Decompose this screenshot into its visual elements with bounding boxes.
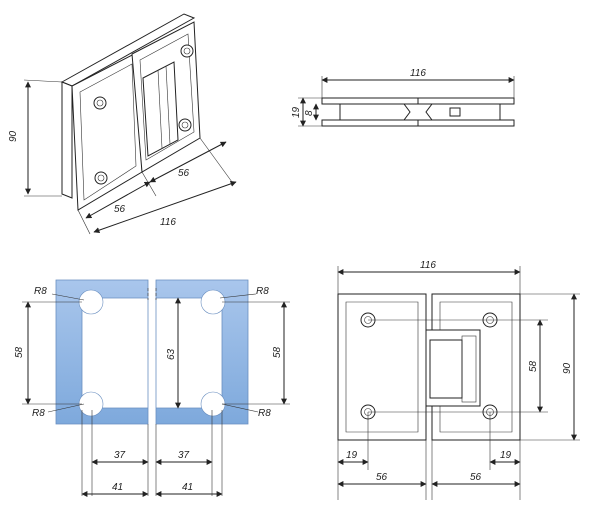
top-thickness-label: 19	[291, 106, 302, 118]
right-height-label: 58	[272, 346, 283, 358]
right-outer-label: 41	[182, 482, 193, 493]
front-hole-spacing-label: 58	[528, 360, 539, 372]
top-gap-label: 8	[304, 110, 315, 116]
right-inner-label: 37	[178, 450, 190, 461]
radius-bl-label: R8	[32, 408, 45, 419]
left-inner-label: 37	[114, 450, 126, 461]
front-right-half-label: 56	[470, 472, 482, 483]
front-left-half-label: 56	[376, 472, 388, 483]
front-height-label: 90	[562, 362, 573, 374]
iso-total-width-label: 116	[160, 217, 176, 228]
iso-height-label: 90	[8, 130, 19, 142]
glass-cutout-view: R8 R8 R8 R8 58 63 58 37 37 41 41	[14, 279, 290, 497]
mid-height-label: 63	[166, 348, 177, 360]
top-width-label: 116	[410, 68, 426, 79]
radius-tr-label: R8	[256, 286, 269, 297]
radius-br-label: R8	[258, 408, 271, 419]
top-view: 116 19 8	[291, 68, 515, 127]
left-outer-label: 41	[112, 482, 123, 493]
left-height-label: 58	[14, 346, 25, 358]
front-right-edge-label: 19	[500, 450, 512, 461]
radius-tl-label: R8	[34, 286, 47, 297]
iso-right-half-label: 56	[178, 168, 190, 179]
front-view: 116 90 58 19 19 56 56	[337, 260, 580, 500]
front-width-label: 116	[420, 260, 436, 271]
iso-left-half-label: 56	[114, 204, 126, 215]
front-left-plate	[337, 293, 427, 441]
iso-view: 90 56 56 116	[8, 13, 237, 235]
front-left-edge-label: 19	[346, 450, 358, 461]
